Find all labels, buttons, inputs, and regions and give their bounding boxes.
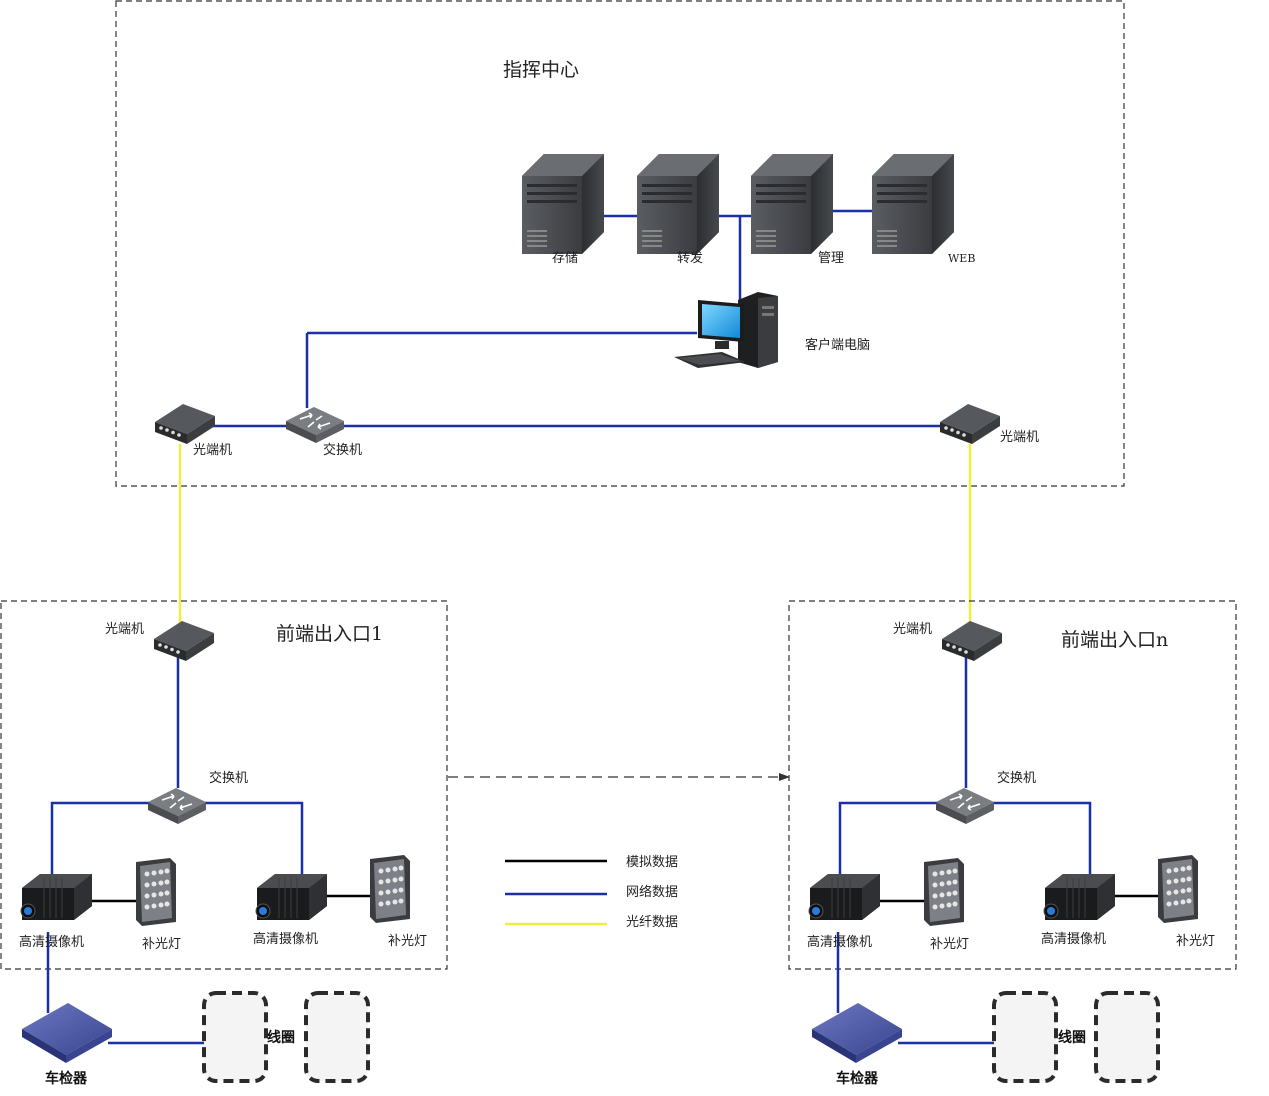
center-optical-left-icon — [155, 404, 215, 444]
front-end-n-light-1-icon — [924, 858, 964, 926]
front-end-n-camera-1-label: 高清摄像机 — [807, 934, 872, 950]
front-end-1-light-1-label: 补光灯 — [142, 937, 181, 952]
client-computer-label: 客户端电脑 — [805, 337, 870, 353]
legend: 模拟数据 网络数据 光纤数据 — [505, 855, 678, 930]
web-server-icon — [872, 154, 954, 254]
front-end-1-coil-a-icon — [202, 991, 268, 1083]
front-end-1-title: 前端出入口1 — [276, 623, 383, 645]
front-end-1-optical-label: 光端机 — [105, 622, 144, 637]
front-end-n-light-2-icon — [1158, 855, 1198, 923]
server-label-forward: 转发 — [677, 250, 703, 266]
front-end-n-optical-icon — [942, 621, 1002, 661]
front-end-n-analog-lines — [880, 894, 1158, 903]
front-end-n-boundary — [788, 600, 1237, 970]
front-end-n-switch-label: 交换机 — [997, 770, 1036, 786]
command-center-boundary — [115, 0, 1125, 487]
front-end-n-coil-a-icon — [992, 991, 1058, 1083]
command-center-title: 指挥中心 — [503, 59, 579, 81]
storage-server-icon — [522, 154, 604, 254]
front-end-n-light-1-label: 补光灯 — [930, 937, 969, 952]
front-end-1-coil-label: 线圈 — [267, 1029, 295, 1046]
front-end-n-optical-label: 光端机 — [893, 622, 932, 637]
front-end-1-camera-2-icon — [255, 873, 328, 921]
client-computer-icon — [674, 292, 778, 368]
front-end-1-detector-icon — [22, 1003, 112, 1063]
center-switch-icon — [285, 406, 345, 444]
legend-label-network: 网络数据 — [626, 884, 678, 900]
front-end-1-camera-2-label: 高清摄像机 — [253, 931, 318, 947]
front-end-1-coil-b-icon — [304, 991, 370, 1083]
forward-server-icon — [637, 154, 719, 254]
front-end-1-analog-lines — [92, 894, 370, 903]
front-end-1-network-lines — [46, 655, 304, 1045]
front-end-1-detector-label: 车检器 — [45, 1070, 88, 1087]
command-center-network-lines — [212, 209, 944, 428]
server-label-storage: 存储 — [552, 251, 578, 266]
server-label-web: WEB — [948, 252, 975, 265]
front-end-n-camera-2-icon — [1043, 873, 1116, 921]
front-end-n-coil-label: 线圈 — [1058, 1029, 1086, 1046]
center-optical-right-icon — [940, 404, 1000, 444]
front-end-1-optical-icon — [154, 621, 214, 661]
front-end-n-title: 前端出入口n — [1061, 629, 1168, 651]
front-end-n-switch-icon — [935, 787, 995, 825]
front-end-1-camera-1-icon — [20, 873, 93, 921]
front-end-n-detector-icon — [812, 1003, 902, 1063]
center-optical-left-label: 光端机 — [193, 443, 232, 458]
front-end-1-light-1-icon — [136, 858, 176, 926]
front-end-1-light-2-icon — [370, 855, 410, 923]
front-end-n-camera-2-label: 高清摄像机 — [1041, 931, 1106, 947]
front-end-1-light-2-label: 补光灯 — [388, 934, 427, 949]
legend-label-analog: 模拟数据 — [626, 855, 678, 870]
front-end-1-switch-icon — [147, 787, 207, 825]
front-end-n-light-2-label: 补光灯 — [1176, 934, 1215, 949]
front-end-n-detector-label: 车检器 — [836, 1070, 879, 1087]
front-end-n-camera-1-icon — [808, 873, 881, 921]
server-label-management: 管理 — [818, 251, 844, 266]
management-server-icon — [751, 154, 833, 254]
front-end-1-switch-label: 交换机 — [209, 770, 248, 786]
legend-label-fiber: 光纤数据 — [626, 915, 678, 930]
front-end-n-coil-b-icon — [1094, 991, 1160, 1083]
center-optical-right-label: 光端机 — [1000, 430, 1039, 445]
arrow-head-icon — [779, 773, 790, 781]
center-switch-label: 交换机 — [323, 442, 362, 458]
front-end-n-network-lines — [836, 657, 1092, 1045]
front-end-1-boundary — [0, 600, 448, 970]
front-end-1-camera-1-label: 高清摄像机 — [19, 934, 84, 950]
